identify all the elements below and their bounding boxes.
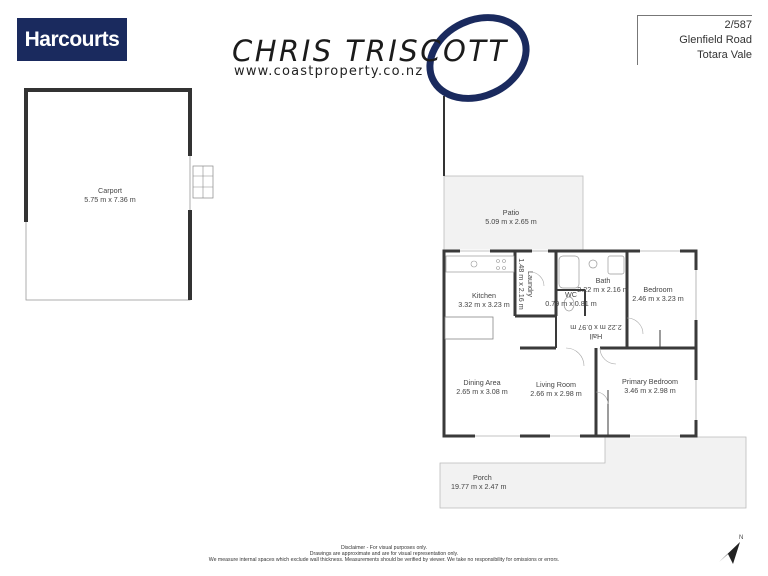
room-name: Bath <box>595 276 611 285</box>
room-name: Laundry <box>526 271 535 297</box>
room-label-carport: Carport 5.75 m x 7.36 m <box>60 186 160 204</box>
room-name: Kitchen <box>472 291 496 300</box>
address-block: 2/587 Glenfield Road Totara Vale <box>637 15 752 65</box>
address-line-2: Glenfield Road <box>679 34 752 46</box>
brand-url: www.coastproperty.co.nz <box>234 64 424 79</box>
room-dimensions: 3.32 m x 3.23 m <box>458 300 510 309</box>
address-line-3: Totara Vale <box>697 49 752 61</box>
room-label-living: Living Room 2.66 m x 2.98 m <box>506 380 606 398</box>
patio-area <box>443 96 584 252</box>
room-label-dining: Dining Area 2.65 m x 3.08 m <box>432 378 532 396</box>
window-lines <box>460 250 697 437</box>
room-dimensions: 2.65 m x 3.08 m <box>456 387 508 396</box>
disclaimer-line-3: We measure internal spaces which exclude… <box>208 557 560 563</box>
room-name: Patio <box>502 208 520 217</box>
room-label-hall: Hall 2.22 m x 0.97 m <box>556 323 636 341</box>
room-label-porch: Porch 19.77 m x 2.47 m <box>447 473 527 491</box>
room-label-patio: Patio 5.09 m x 2.65 m <box>461 208 561 226</box>
harcourts-logo-text: Harcourts <box>24 27 120 51</box>
room-name: Bedroom <box>643 285 673 294</box>
room-dimensions: 2.66 m x 2.98 m <box>530 389 582 398</box>
north-compass-icon <box>719 542 740 564</box>
room-label-bath: Bath 2.22 m x 2.16 m <box>553 276 653 294</box>
room-dimensions: 2.22 m x 0.97 m <box>570 323 622 332</box>
disclaimer-line-2: Drawings are approximate and are for vis… <box>309 551 459 557</box>
room-name: WC <box>565 290 577 299</box>
room-label-laundry: Laundry 1.48 m x 2.16 m <box>517 244 535 324</box>
room-label-kitchen: Kitchen 3.32 m x 3.23 m <box>434 291 534 309</box>
carport-area <box>24 88 214 301</box>
room-name: Primary Bedroom <box>622 377 678 386</box>
room-label-primary-bedroom: Primary Bedroom 3.46 m x 2.98 m <box>600 377 700 395</box>
room-dimensions: 5.09 m x 2.65 m <box>485 217 537 226</box>
disclaimer-line-1: Disclaimer - For visual purposes only. <box>340 545 428 551</box>
room-label-bedroom: Bedroom 2.46 m x 3.23 m <box>608 285 708 303</box>
brand-swoosh-logo <box>426 14 530 102</box>
porch-area <box>439 436 747 509</box>
address-line-1: 2/587 <box>724 19 752 31</box>
room-dimensions: 2.46 m x 3.23 m <box>632 294 684 303</box>
room-label-wc: WC 0.79 m x 0.81 m <box>541 290 601 308</box>
room-name: Porch <box>473 473 492 482</box>
room-name: Hall <box>589 332 603 341</box>
room-name: Carport <box>98 186 122 195</box>
room-dimensions: 3.46 m x 2.98 m <box>624 386 676 395</box>
compass-label: N <box>739 535 744 541</box>
brand-name: CHRIS TRISCOTT <box>232 34 509 68</box>
room-dimensions: 2.22 m x 2.16 m <box>577 285 629 294</box>
room-name: Dining Area <box>463 378 501 387</box>
room-name: Living Room <box>536 380 576 389</box>
room-dimensions: 19.77 m x 2.47 m <box>451 482 507 491</box>
harcourts-logo: Harcourts <box>17 18 127 61</box>
room-dimensions: 5.75 m x 7.36 m <box>84 195 136 204</box>
room-dimensions: 1.48 m x 2.16 m <box>517 258 526 310</box>
room-dimensions: 0.79 m x 0.81 m <box>545 299 597 308</box>
